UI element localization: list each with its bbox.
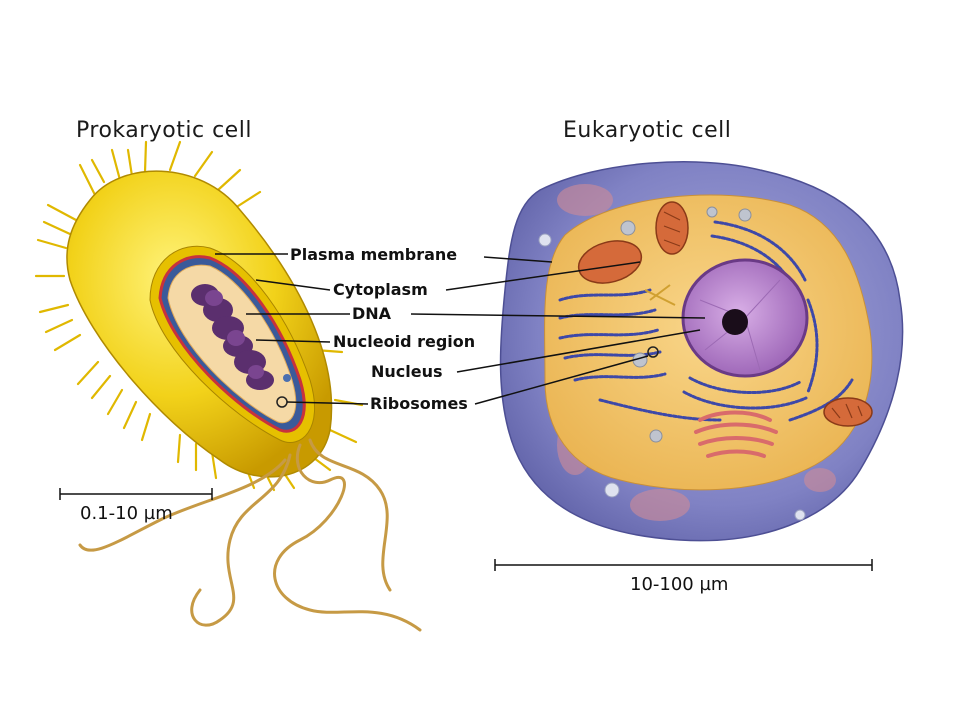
prokaryote-dna bbox=[191, 284, 274, 390]
eukaryote-nucleus bbox=[681, 258, 809, 378]
label-nucleus: Nucleus bbox=[371, 362, 443, 381]
prokaryote-flagella bbox=[78, 438, 422, 632]
eukaryote-centrosome bbox=[644, 284, 676, 306]
label-plasma-membrane: Plasma membrane bbox=[290, 245, 458, 264]
pili bbox=[34, 140, 364, 492]
eukaryotic-cell-illustration bbox=[499, 161, 904, 542]
eukaryote-nucleolus bbox=[722, 309, 748, 335]
eukaryote-scale-label: 10-100 µm bbox=[630, 574, 729, 595]
eukaryote-ribosome bbox=[647, 346, 659, 358]
prokaryote-scale-bar bbox=[59, 488, 213, 500]
label-nucleoid-region: Nucleoid region bbox=[333, 332, 476, 351]
prokaryote-scale-label: 0.1-10 µm bbox=[80, 503, 173, 524]
eukaryote-mitochondria bbox=[577, 201, 873, 427]
label-dna: DNA bbox=[352, 304, 392, 323]
eukaryote-scale-bar bbox=[494, 559, 873, 571]
leader-lines bbox=[215, 253, 706, 405]
label-ribosomes: Ribosomes bbox=[370, 394, 468, 413]
prokaryote-title: Prokaryotic cell bbox=[76, 118, 252, 143]
label-cytoplasm: Cytoplasm bbox=[333, 280, 428, 299]
prokaryote-plasmid bbox=[283, 374, 291, 382]
eukaryote-title: Eukaryotic cell bbox=[563, 118, 732, 143]
prokaryotic-cell-illustration bbox=[34, 140, 422, 632]
eukaryote-golgi-apparatus bbox=[694, 410, 778, 458]
